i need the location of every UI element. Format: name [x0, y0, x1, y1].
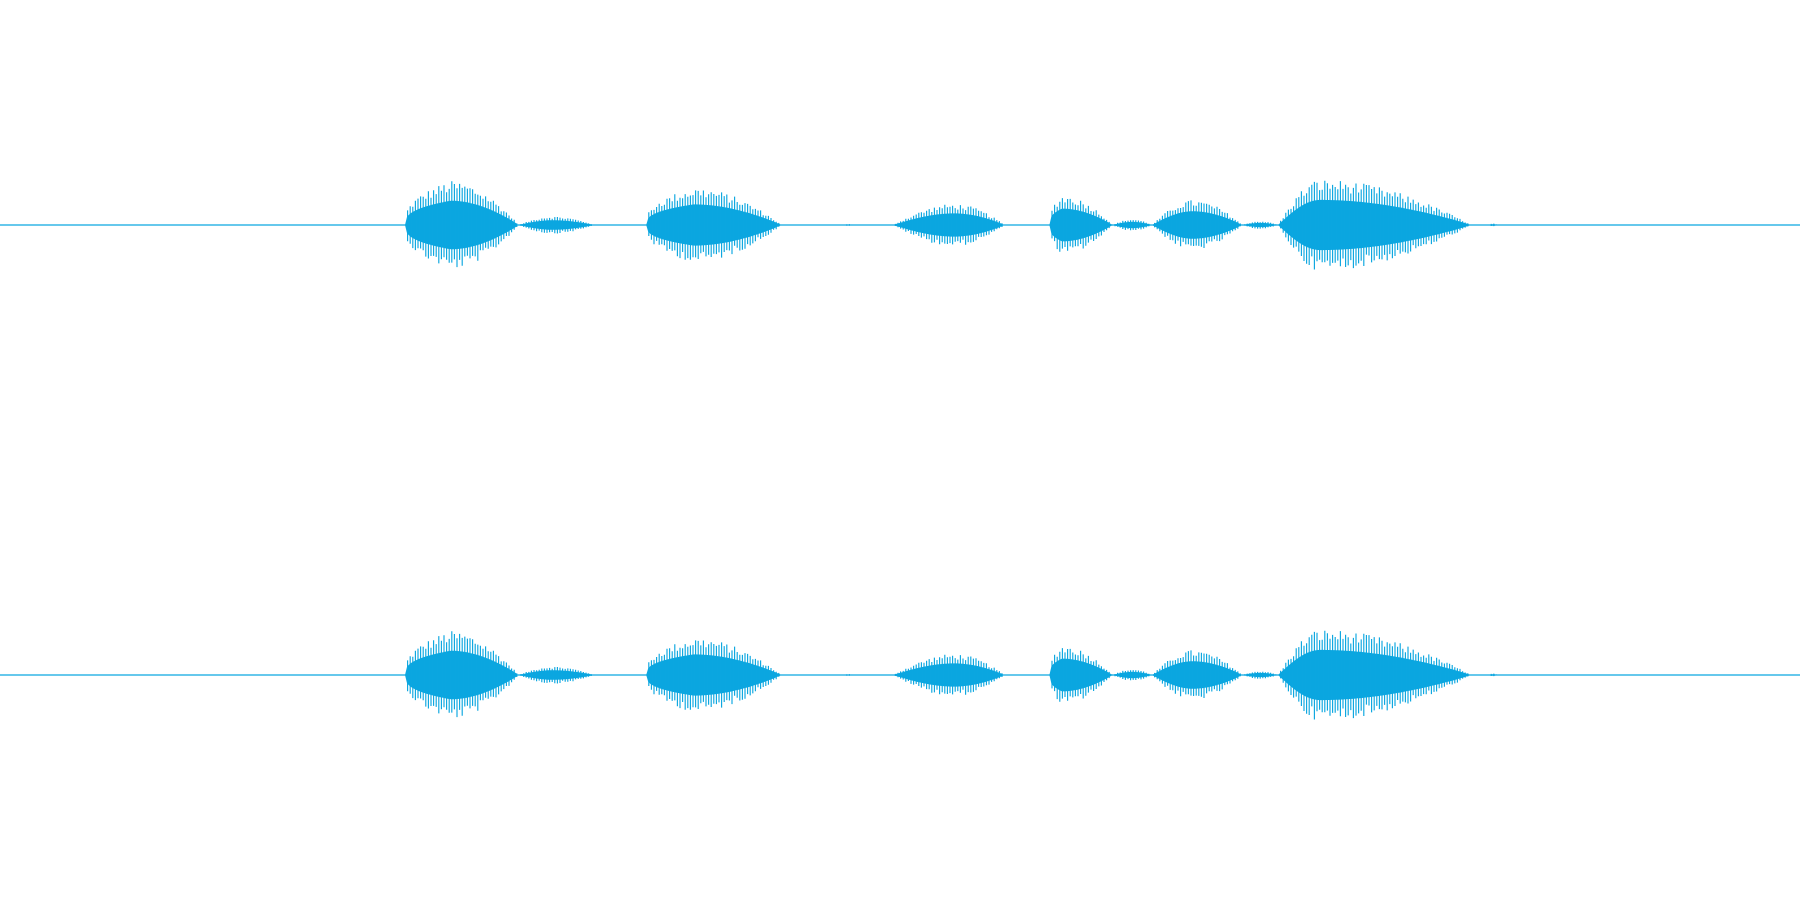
- channel-1-segment-5: [892, 204, 1003, 245]
- waveform-strokes: [407, 181, 518, 268]
- waveform-strokes: [894, 204, 1003, 245]
- channel-1-segment-8: [1152, 200, 1242, 248]
- channel-2-segment-3: [646, 640, 781, 710]
- waveform-core: [1488, 674, 1497, 676]
- channel-1-segment-7: [1112, 220, 1152, 231]
- waveform-core: [844, 674, 853, 676]
- waveform-strokes: [1154, 200, 1241, 248]
- waveform-core: [405, 200, 517, 250]
- waveform-strokes: [648, 640, 780, 710]
- channel-1-segment-1: [405, 181, 518, 268]
- channel-2-segment-5: [892, 654, 1003, 695]
- waveform-strokes: [1244, 671, 1277, 679]
- waveform-strokes: [520, 217, 595, 234]
- channel-2-segment-10: [1278, 630, 1471, 720]
- waveform-strokes: [1280, 180, 1471, 270]
- waveform-strokes: [1280, 630, 1471, 720]
- channel-2-segment-9: [1242, 671, 1278, 679]
- waveform-strokes: [846, 224, 853, 226]
- channel-2-segment-7: [1112, 670, 1152, 681]
- waveform-strokes: [648, 190, 780, 260]
- channel-2-segment-1: [405, 631, 518, 718]
- waveform-strokes: [846, 674, 853, 676]
- channel-2-segment-11: [1488, 673, 1497, 677]
- channel-1-segment-4: [844, 224, 853, 226]
- waveform-strokes: [1051, 198, 1113, 252]
- waveform-strokes: [1114, 670, 1152, 681]
- channel-1-segment-6: [1049, 198, 1113, 252]
- waveform-strokes: [1051, 648, 1113, 702]
- waveform-strokes: [894, 654, 1003, 695]
- channel-1-segment-9: [1242, 221, 1278, 229]
- channel-2-waveform: [0, 630, 1800, 720]
- channel-2-segment-4: [844, 674, 853, 676]
- waveform-strokes: [407, 631, 518, 718]
- waveform-strokes: [1490, 673, 1497, 677]
- waveform-strokes: [1154, 650, 1241, 698]
- waveform-core: [405, 650, 517, 700]
- waveform-strokes: [520, 667, 595, 684]
- channel-2-segment-2: [518, 667, 595, 684]
- waveform-strokes: [1244, 221, 1277, 229]
- channel-1-waveform: [0, 180, 1800, 270]
- channel-2-segment-6: [1049, 648, 1113, 702]
- channel-1-segment-10: [1278, 180, 1471, 270]
- waveform-strokes: [1490, 223, 1497, 227]
- waveform-core: [1488, 224, 1497, 226]
- channel-2-segment-8: [1152, 650, 1242, 698]
- waveform-core: [844, 224, 853, 226]
- waveform-strokes: [1114, 220, 1152, 231]
- channel-1-segment-11: [1488, 223, 1497, 227]
- channel-1-segment-3: [646, 190, 781, 260]
- channel-1-segment-2: [518, 217, 595, 234]
